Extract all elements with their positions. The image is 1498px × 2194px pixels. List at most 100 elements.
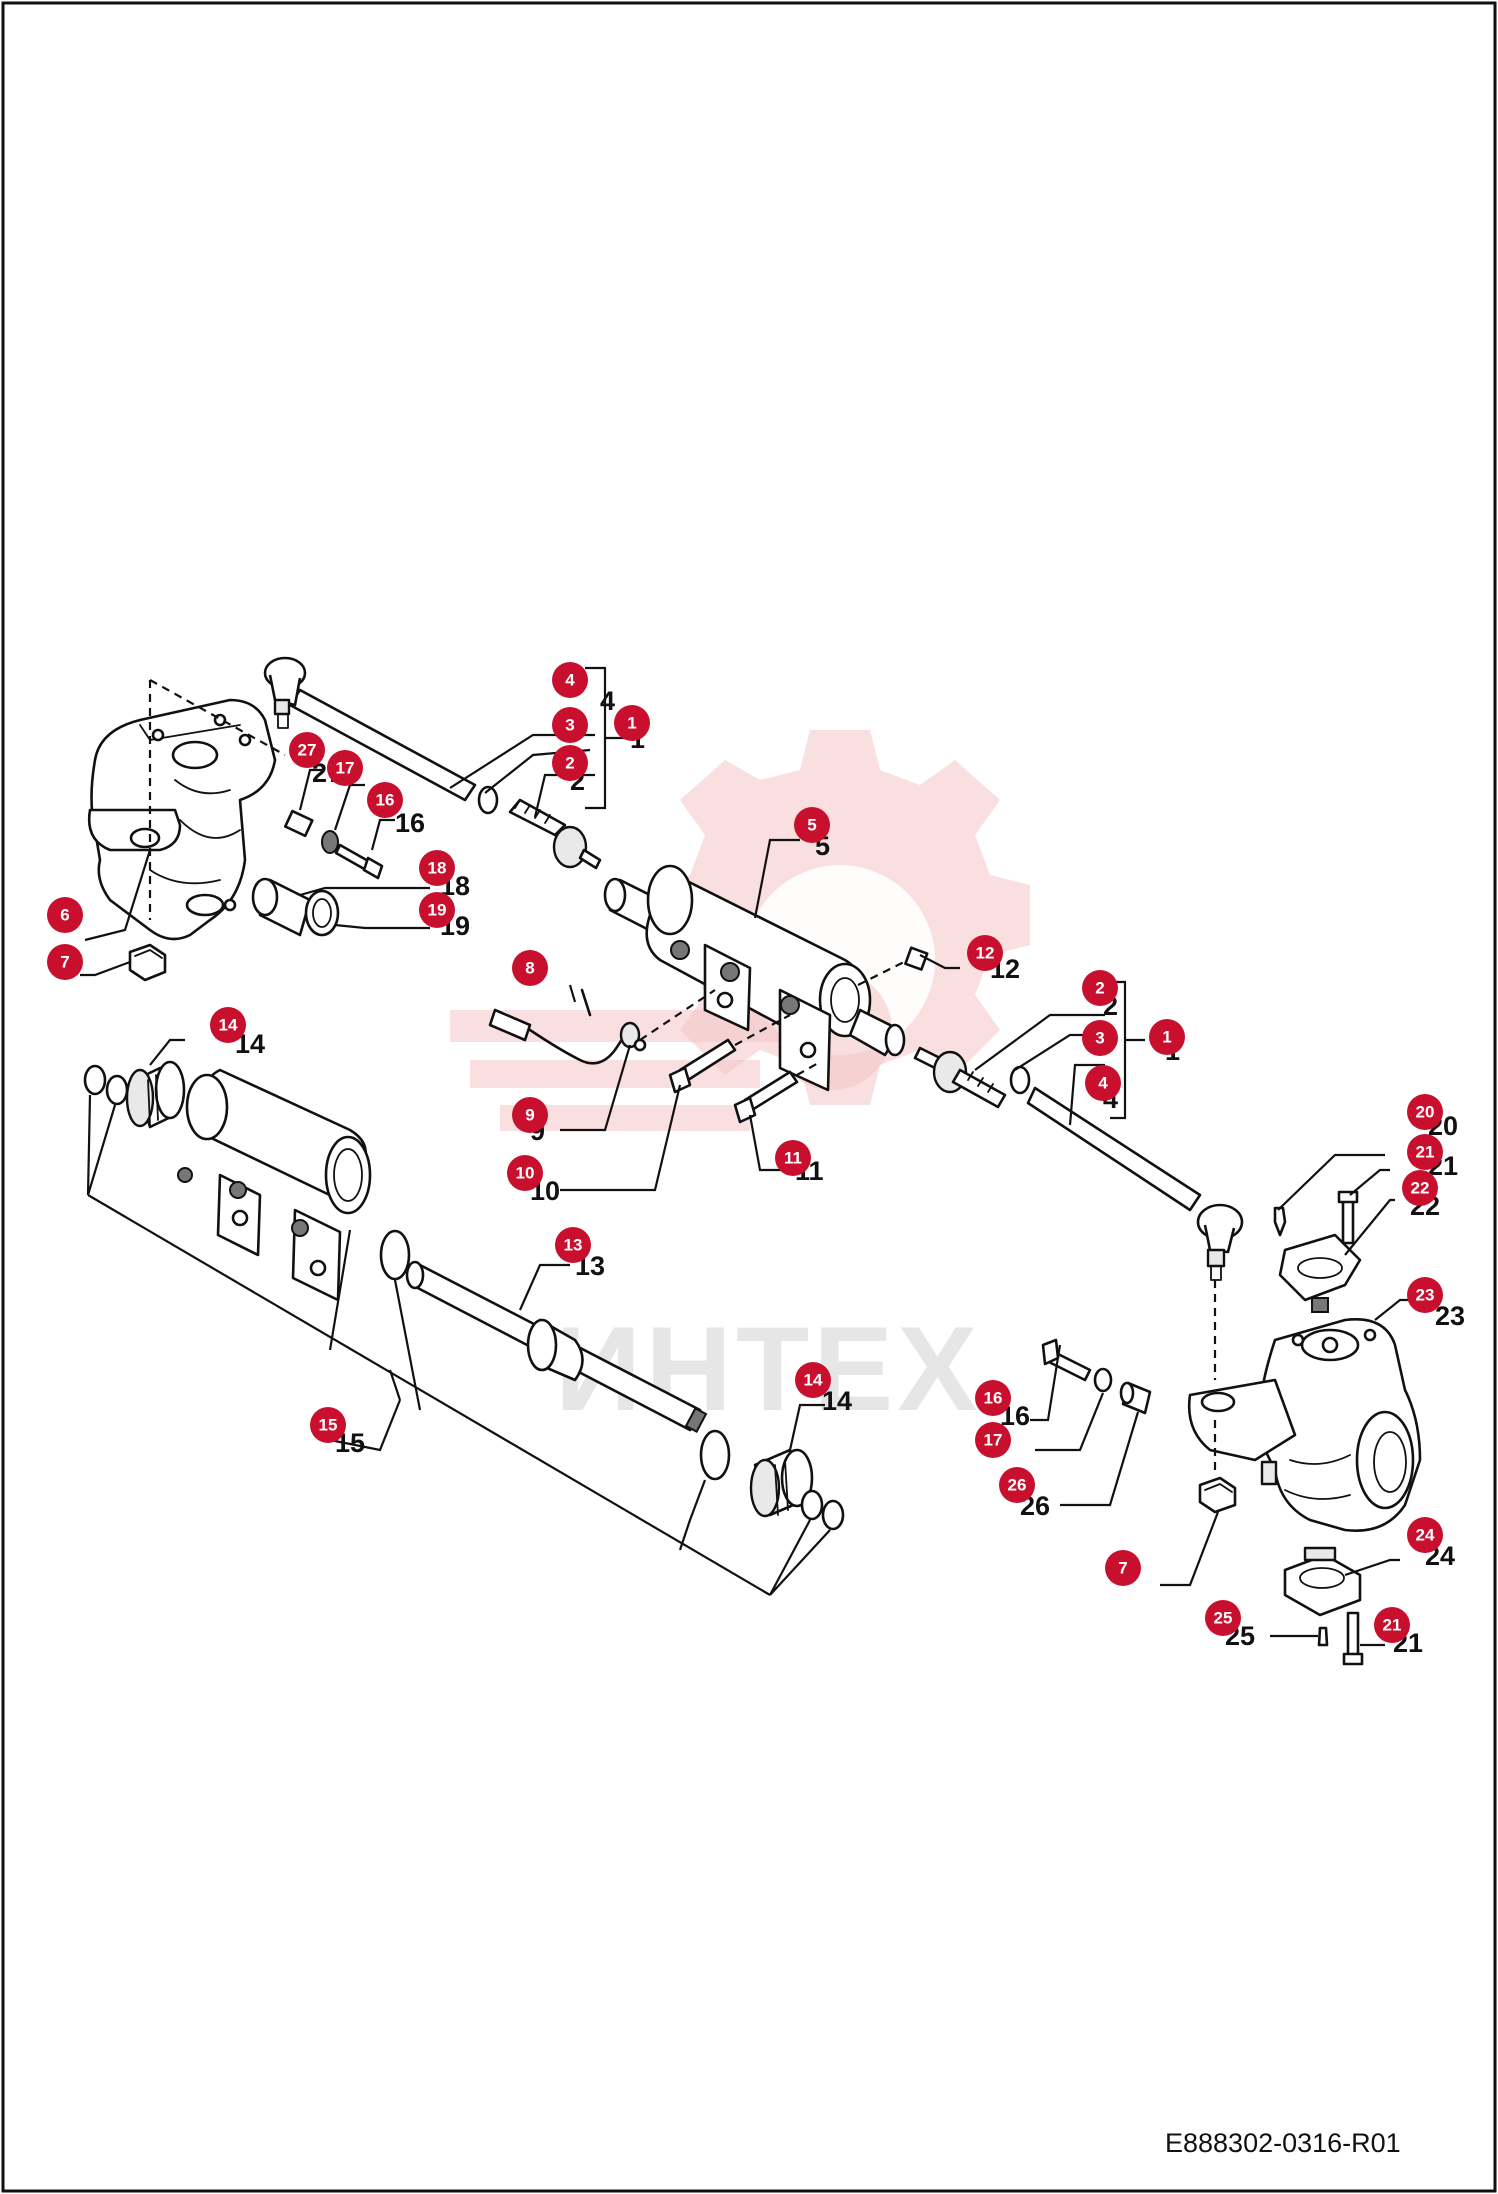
cylinder-barrel-part <box>177 1068 372 1302</box>
svg-text:17: 17 <box>984 1431 1003 1450</box>
right-jam-nut-part <box>1009 1065 1031 1095</box>
callout-2-top[interactable]: 2 <box>552 745 588 781</box>
svg-text:3: 3 <box>565 716 574 735</box>
callout-15[interactable]: 15 <box>310 1407 346 1443</box>
svg-text:11: 11 <box>784 1149 802 1168</box>
callout-12[interactable]: 12 <box>967 935 1003 971</box>
callout-4-right[interactable]: 4 <box>1085 1065 1121 1101</box>
svg-text:3: 3 <box>1095 1029 1104 1048</box>
callout-16-left[interactable]: 16 <box>367 782 403 818</box>
drawing-code: E888302-0316-R01 <box>1165 2128 1401 2158</box>
callout-10[interactable]: 10 <box>507 1155 543 1191</box>
svg-text:25: 25 <box>1214 1609 1233 1628</box>
o-ring-left-1-part <box>83 1064 107 1096</box>
left-jam-nut-part <box>477 785 499 815</box>
screw-25-part <box>1317 1626 1329 1647</box>
o-ring-right-2-part <box>821 1499 845 1531</box>
svg-text:20: 20 <box>1416 1103 1435 1122</box>
callout-27[interactable]: 27 <box>289 732 325 768</box>
callout-19[interactable]: 19 <box>419 892 455 928</box>
left-nut-7-part <box>128 943 167 982</box>
callout-22[interactable]: 22 <box>1402 1170 1438 1206</box>
right-nut-7-part <box>1198 1476 1237 1514</box>
num-4-top: 4 <box>600 686 615 716</box>
callout-21-bottom[interactable]: 21 <box>1374 1607 1410 1643</box>
bolt-21-top-part <box>1337 1190 1359 1245</box>
right-bolt-16-part <box>1041 1338 1092 1382</box>
callout-8[interactable]: 8 <box>512 950 548 986</box>
callout-16-right[interactable]: 16 <box>975 1380 1011 1416</box>
svg-text:18: 18 <box>428 859 447 878</box>
group-15-lines <box>86 1094 831 1596</box>
svg-text:4: 4 <box>1098 1074 1108 1093</box>
svg-text:22: 22 <box>1411 1179 1430 1198</box>
svg-text:8: 8 <box>525 959 534 978</box>
bolt-axis <box>734 1014 821 1076</box>
watermark-text: ИНТЕХ <box>555 1302 981 1436</box>
svg-text:26: 26 <box>1008 1476 1027 1495</box>
callout-14-right[interactable]: 14 <box>795 1362 831 1398</box>
callout-17-right[interactable]: 17 <box>975 1422 1011 1458</box>
svg-text:2: 2 <box>565 754 574 773</box>
svg-text:27: 27 <box>298 741 317 760</box>
right-knuckle-part <box>1187 1318 1422 1532</box>
left-tie-rod-part <box>263 656 477 802</box>
bolt-10-part <box>668 1038 737 1094</box>
svg-text:10: 10 <box>516 1164 535 1183</box>
svg-text:7: 7 <box>1118 1559 1127 1578</box>
callout-5[interactable]: 5 <box>794 807 830 843</box>
callout-17-left[interactable]: 17 <box>327 750 363 786</box>
callout-1-right[interactable]: 1 <box>1149 1019 1185 1055</box>
callout-11[interactable]: 11 <box>775 1140 811 1176</box>
svg-text:13: 13 <box>564 1236 583 1255</box>
callout-bubbles: 4 3 2 1 27 17 16 18 19 6 7 5 12 8 9 10 1… <box>47 662 1443 1643</box>
callout-3-top[interactable]: 3 <box>552 707 588 743</box>
svg-text:17: 17 <box>336 759 355 778</box>
svg-text:21: 21 <box>1416 1143 1435 1162</box>
callout-20[interactable]: 20 <box>1407 1094 1443 1130</box>
callout-1-top[interactable]: 1 <box>614 705 650 741</box>
callout-13[interactable]: 13 <box>555 1227 591 1263</box>
svg-text:9: 9 <box>525 1106 534 1125</box>
left-knuckle-part <box>87 698 277 941</box>
callout-7-right[interactable]: 7 <box>1105 1550 1141 1586</box>
left-ball-joint-part <box>508 798 602 870</box>
cap-24-part <box>1283 1546 1362 1617</box>
callout-25[interactable]: 25 <box>1205 1600 1241 1636</box>
right-ball-joint-part <box>913 1046 1007 1109</box>
callout-21-top[interactable]: 21 <box>1407 1134 1443 1170</box>
o-ring-barrel-part <box>379 1229 411 1281</box>
callout-26[interactable]: 26 <box>999 1467 1035 1503</box>
svg-text:6: 6 <box>60 906 69 925</box>
callout-18[interactable]: 18 <box>419 850 455 886</box>
piston-rod-13-part <box>405 1260 708 1433</box>
callout-6[interactable]: 6 <box>47 897 83 933</box>
callout-9[interactable]: 9 <box>512 1097 548 1133</box>
svg-text:16: 16 <box>984 1389 1003 1408</box>
svg-text:19: 19 <box>428 901 447 920</box>
svg-text:15: 15 <box>319 1416 338 1435</box>
callout-4-top[interactable]: 4 <box>552 662 588 698</box>
gland-left-14-part <box>125 1060 186 1129</box>
callout-14-left[interactable]: 14 <box>210 1007 246 1043</box>
o-ring-rod-part <box>699 1429 731 1481</box>
steering-cylinder-part <box>603 864 906 1092</box>
callout-3-right[interactable]: 3 <box>1082 1020 1118 1056</box>
callout-7-left[interactable]: 7 <box>47 944 83 980</box>
svg-text:5: 5 <box>807 816 816 835</box>
leader-lines <box>80 666 1408 1647</box>
callout-23[interactable]: 23 <box>1407 1277 1443 1313</box>
svg-text:21: 21 <box>1383 1616 1402 1635</box>
svg-text:1: 1 <box>1162 1028 1171 1047</box>
cap-22-part <box>1278 1233 1362 1313</box>
right-tie-rod-part <box>1026 1086 1244 1281</box>
callout-2-right[interactable]: 2 <box>1082 970 1118 1006</box>
sensor-9-part <box>488 1008 647 1065</box>
callout-24[interactable]: 24 <box>1407 1517 1443 1553</box>
svg-text:14: 14 <box>219 1016 238 1035</box>
left-washer-17-part <box>321 830 339 854</box>
fitting-20-part <box>1273 1206 1287 1237</box>
